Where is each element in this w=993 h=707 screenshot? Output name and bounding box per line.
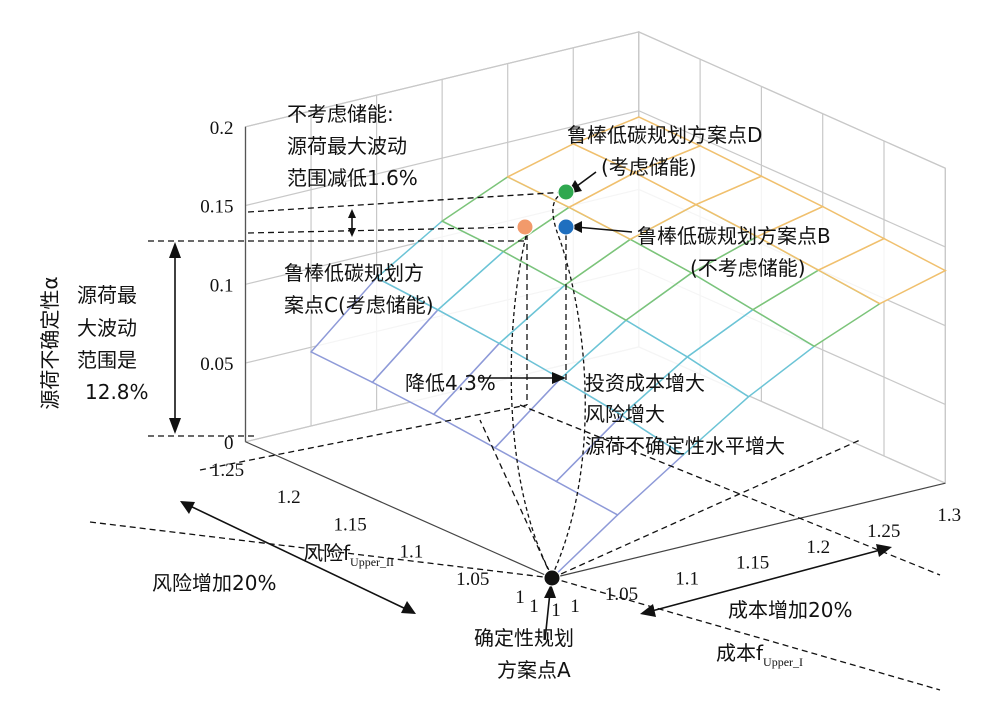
- point-d: [557, 183, 575, 201]
- x-axis-label: 成本fUpper_I: [716, 641, 803, 669]
- trend-curve: [551, 191, 586, 577]
- svg-text:不考虑储能:: 不考虑储能:: [287, 102, 394, 126]
- point-a: [543, 569, 561, 587]
- annotation-max-range: 源荷最 大波动 范围是 12.8%: [77, 283, 149, 404]
- svg-text:(考虑储能): (考虑储能): [601, 155, 697, 179]
- annotation-cost-increase: 成本增加20%: [728, 598, 852, 622]
- risk-arrow: [187, 504, 409, 611]
- floor-line: [551, 577, 941, 691]
- svg-text:源荷最: 源荷最: [77, 283, 137, 307]
- x-axis-line: [551, 482, 946, 579]
- x-tick-label-start: 1: [570, 596, 580, 617]
- annotation-reduce: 降低4.3%: [405, 371, 496, 395]
- z-tick-label: 0.2: [210, 118, 234, 139]
- label-point-b: 鲁棒低碳规划方案点B (不考虑储能): [637, 224, 831, 280]
- trend-curve: [510, 231, 553, 577]
- svg-text:12.8%: 12.8%: [85, 380, 149, 404]
- arrowhead: [401, 601, 416, 614]
- point-c: [516, 218, 534, 236]
- x-tick-label: 1.15: [736, 553, 769, 574]
- arrowhead: [544, 584, 556, 598]
- x-tick-label: 1.3: [937, 505, 961, 526]
- floor-line: [551, 439, 861, 579]
- svg-text:鲁棒低碳规划方案点D: 鲁棒低碳规划方案点D: [567, 123, 762, 147]
- x-tick-label: 1.1: [675, 568, 699, 589]
- svg-text:鲁棒低碳规划方案点B: 鲁棒低碳规划方案点B: [637, 224, 831, 248]
- svg-text:范围是: 范围是: [77, 348, 137, 372]
- y-axis-line: [245, 441, 553, 579]
- svg-text:投资成本增大: 投资成本增大: [585, 371, 705, 395]
- arrowhead: [640, 604, 656, 617]
- y-tick-label: 1: [529, 596, 539, 617]
- floor-line: [89, 521, 553, 579]
- svg-text:案点C(考虑储能): 案点C(考虑储能): [284, 293, 434, 317]
- y-axis-label: 风险fUpper_II: [303, 541, 394, 569]
- z-tick-label: 0.15: [200, 197, 233, 218]
- label-point-a: 确定性规划 方案点A: [474, 626, 574, 682]
- arrowhead: [570, 221, 582, 233]
- y-tick-label: 1.05: [456, 569, 489, 590]
- surface-mesh: [309, 116, 947, 579]
- arrowhead: [180, 501, 195, 514]
- y-tick-label: 1.25: [211, 460, 244, 481]
- svg-text:鲁棒低碳规划方: 鲁棒低碳规划方: [284, 261, 424, 285]
- x-tick-label: 1.2: [806, 537, 830, 558]
- arrowhead: [348, 228, 356, 237]
- arrowhead: [552, 372, 566, 384]
- pointer-b: [575, 226, 633, 233]
- svg-text:范围减低1.6%: 范围减低1.6%: [287, 166, 418, 190]
- annotation-trend: 投资成本增大 风险增大 源荷不确定性水平增大: [585, 371, 785, 458]
- svg-text:(不考虑储能): (不考虑储能): [690, 256, 806, 280]
- guide-level-c: [247, 226, 525, 234]
- floor-line: [479, 419, 553, 579]
- arrowhead: [876, 544, 892, 557]
- grid-line: [245, 31, 946, 169]
- y-tick-label-start: 1: [515, 587, 525, 608]
- surface-cell: [571, 116, 702, 174]
- label-point-c: 鲁棒低碳规划方 案点C(考虑储能): [284, 261, 434, 317]
- annotation-risk-increase: 风险增加20%: [152, 571, 276, 595]
- svg-text:风险增大: 风险增大: [585, 402, 665, 426]
- floor-line: [199, 404, 528, 471]
- y-tick-label: 1.2: [277, 487, 301, 508]
- cost-arrow: [647, 548, 885, 613]
- guide-level-d: [247, 191, 567, 213]
- grid-line: [245, 110, 946, 248]
- arrowhead: [169, 418, 181, 434]
- point-b: [557, 218, 575, 236]
- z-tick-label: 0.1: [210, 275, 234, 296]
- pointer-a: [544, 591, 551, 641]
- annotation-no-storage: 不考虑储能: 源荷最大波动 范围减低1.6%: [287, 102, 418, 190]
- z-tick-label: 0.05: [200, 354, 233, 375]
- floor-line: [519, 404, 941, 576]
- svg-text:源荷最大波动: 源荷最大波动: [287, 134, 407, 158]
- svg-text:确定性规划: 确定性规划: [474, 626, 574, 650]
- svg-text:源荷不确定性水平增大: 源荷不确定性水平增大: [585, 434, 785, 458]
- y-tick-label: 1.15: [333, 514, 366, 535]
- x-tick-label: 1: [551, 600, 561, 621]
- svg-text:方案点A: 方案点A: [497, 658, 571, 682]
- z-axis-label: 源荷不确定性α: [38, 276, 62, 409]
- x-tick-label: 1.25: [867, 521, 900, 542]
- arrowhead: [348, 209, 356, 218]
- solution-points: [516, 183, 575, 587]
- y-tick-label: 1.1: [400, 542, 424, 563]
- surface-edge: [551, 514, 619, 579]
- label-point-d: 鲁棒低碳规划方案点D (考虑储能): [567, 123, 762, 179]
- svg-text:大波动: 大波动: [77, 316, 137, 340]
- z-tick-label: 0: [224, 433, 234, 454]
- arrowhead: [169, 242, 181, 258]
